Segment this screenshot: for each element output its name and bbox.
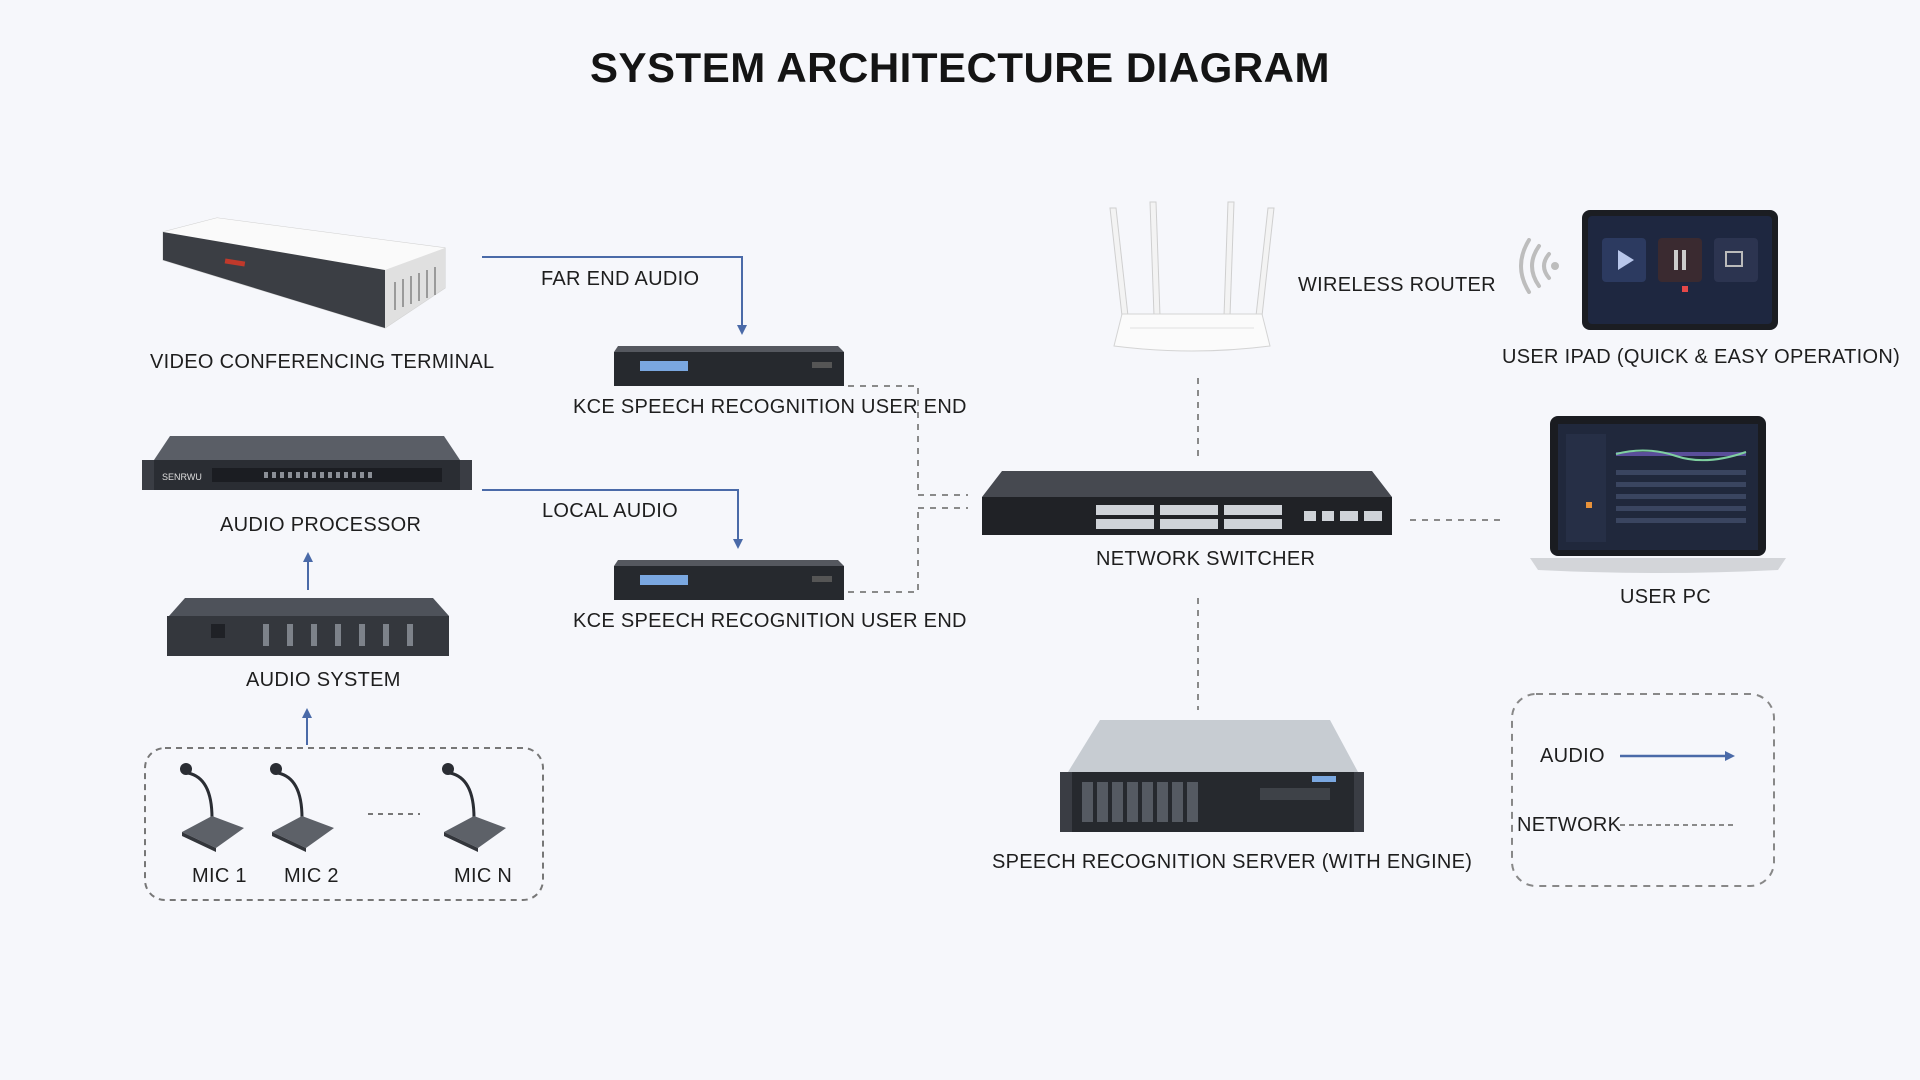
user-ipad-label: USER IPAD (QUICK & EASY OPERATION) [1502,346,1901,368]
kce-user-end-2-label: KCE SPEECH RECOGNITION USER END [573,610,967,632]
server-label: SPEECH RECOGNITION SERVER (WITH ENGINE) [992,851,1473,873]
far-end-audio-label: FAR END AUDIO [541,268,700,290]
mic-n-image [442,763,506,852]
mic-2-label: MIC 2 [284,865,339,887]
audio-processor-label: AUDIO PROCESSOR [220,514,422,536]
mic-2-image [270,763,334,852]
mic-1-image [180,763,244,852]
legend-box [1511,693,1775,887]
far-end-audio-line [482,256,747,335]
video-terminal-image [162,217,446,329]
user-ipad-image [1582,210,1778,330]
server-image [1060,720,1364,832]
audio-system-image [167,598,449,656]
kce2-network-line [848,508,919,593]
local-audio-line [482,489,743,549]
mic-n-label: MIC N [454,865,513,887]
mic-group-box [144,747,544,901]
video-terminal-label: VIDEO CONFERENCING TERMINAL [150,351,495,373]
wireless-router-label: WIRELESS ROUTER [1298,274,1496,296]
legend-network-label: NETWORK [1517,814,1622,836]
audio-processor-image: SENRWU [142,436,472,490]
legend-audio-label: AUDIO [1540,745,1605,767]
wireless-signal-icon [1519,238,1559,294]
diagram-title: SYSTEM ARCHITECTURE DIAGRAM [590,44,1330,91]
local-audio-label: LOCAL AUDIO [542,500,678,522]
audio-system-label: AUDIO SYSTEM [246,669,401,691]
wireless-router-image [1109,201,1275,352]
kce-user-end-1-image [614,346,844,386]
processor-brand-text: SENRWU [162,472,202,482]
user-pc-label: USER PC [1620,586,1712,608]
kce-user-end-2-image [614,560,844,600]
user-pc-image [1530,416,1786,573]
network-switch-image [982,471,1392,535]
network-switch-label: NETWORK SWITCHER [1096,548,1316,570]
mic-1-label: MIC 1 [192,865,247,887]
kce-user-end-1-label: KCE SPEECH RECOGNITION USER END [573,396,967,418]
